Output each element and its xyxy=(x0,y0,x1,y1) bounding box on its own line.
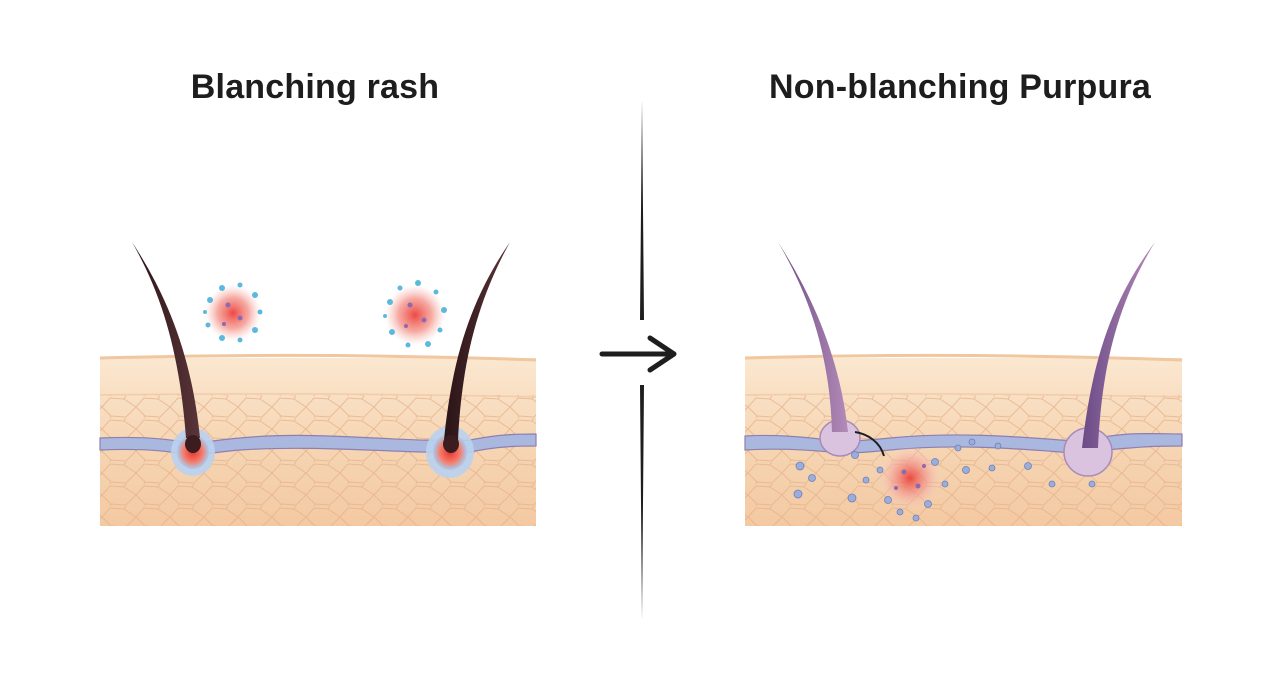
purpura-hemorrhage xyxy=(793,438,1096,522)
left-hair-follicle-1 xyxy=(132,242,215,476)
right-hair-follicle-1 xyxy=(778,242,885,457)
right-panel-title: Non-blanching Purpura xyxy=(769,68,1151,106)
rash-particle-2 xyxy=(383,280,447,348)
left-hair-follicle-2 xyxy=(426,242,510,478)
rash-particle-1 xyxy=(203,282,263,343)
left-panel-title: Blanching rash xyxy=(190,68,440,106)
right-hair-follicle-2 xyxy=(1063,242,1155,477)
center-divider xyxy=(640,100,644,620)
right-skin-cross-section xyxy=(744,353,1183,526)
arrow-right-icon xyxy=(599,335,677,373)
